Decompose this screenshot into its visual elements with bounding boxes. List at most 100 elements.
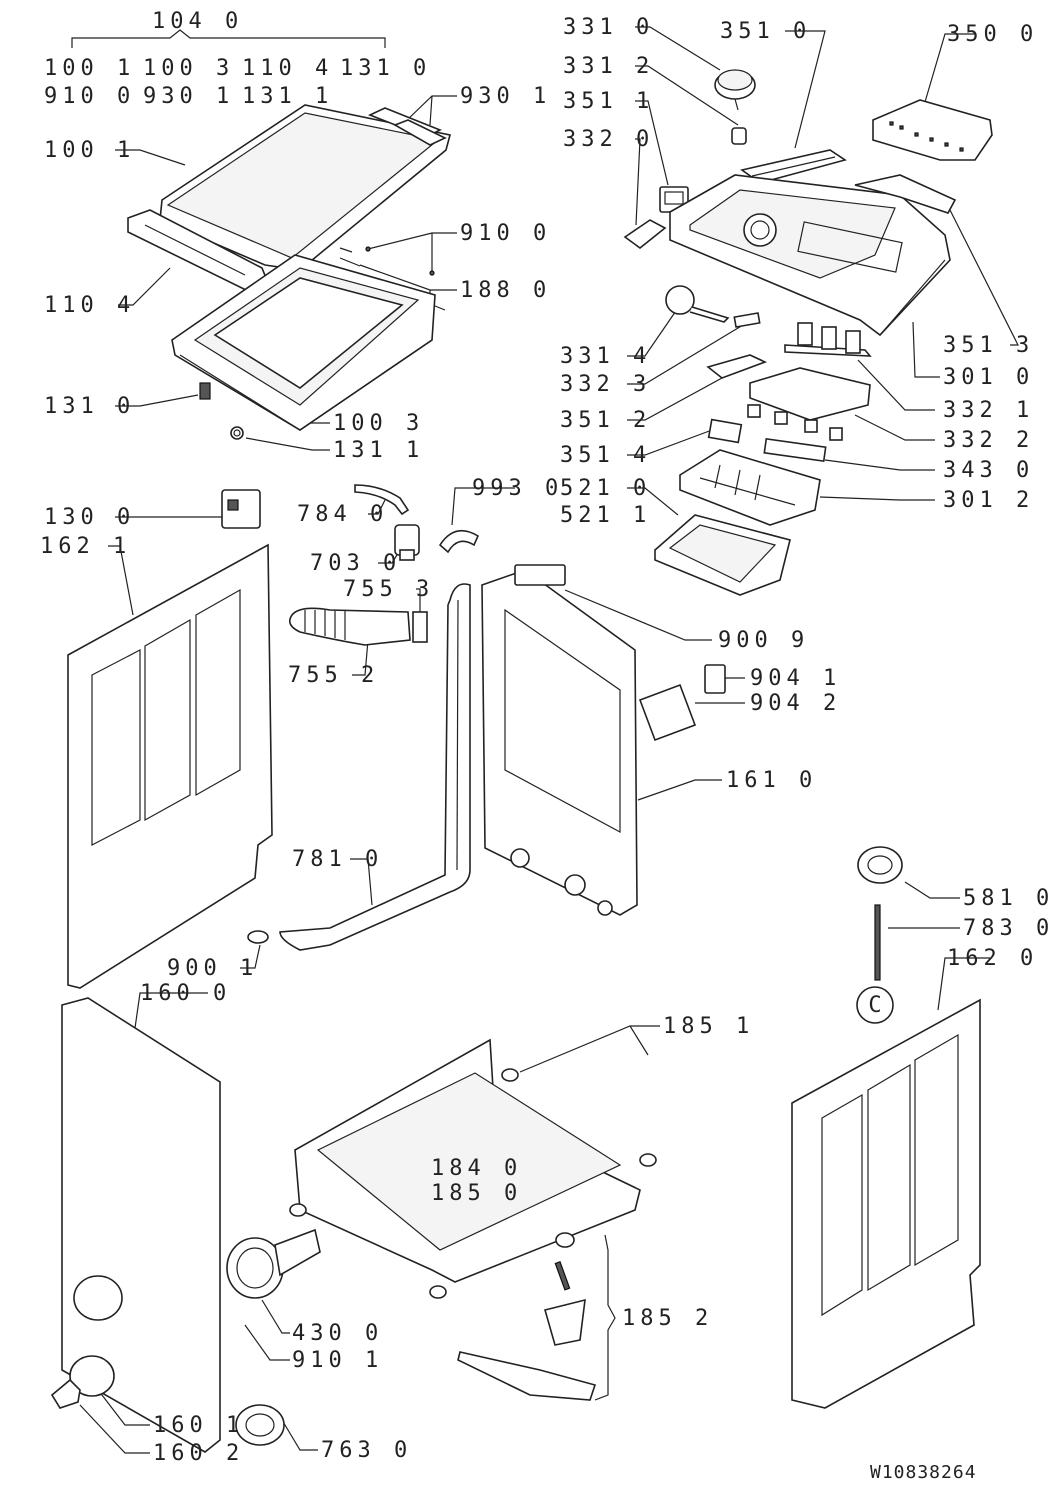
label-331-4: 331 4 (560, 344, 651, 369)
hinge-strips-part (367, 107, 447, 146)
label-783-0: 783 0 (963, 916, 1054, 941)
hose-clamp-part (247, 930, 269, 944)
label-521-0: 521 0 (560, 476, 651, 501)
label-188-0: 188 0 (460, 278, 551, 303)
drain-pump-part (226, 1228, 321, 1299)
label-160-2: 160 2 (153, 1441, 244, 1466)
label-301-0: 301 0 (943, 365, 1034, 390)
label-130-0: 130 0 (44, 505, 135, 530)
label-910-1: 910 1 (292, 1348, 383, 1373)
leveling-leg-part (457, 1232, 597, 1401)
c-marker: C (856, 986, 894, 1024)
part-labels: 104 0 100 1 100 3 110 4 131 0 910 0 930 … (40, 9, 1054, 1483)
pulley-part (857, 846, 903, 884)
hose-clip-part (412, 611, 428, 643)
label-162-1: 162 1 (40, 534, 131, 559)
label-332-3: 332 3 (560, 372, 651, 397)
filter-cap-part (50, 1378, 81, 1409)
label-351-4: 351 4 (560, 443, 651, 468)
bracket-332-0-part (623, 219, 667, 250)
light-pipe-331-4-part (665, 285, 730, 323)
label-904-1: 904 1 (750, 666, 841, 691)
drawing-number: W10838264 (870, 1462, 977, 1483)
buttons-332-2-part (747, 367, 871, 441)
label-351-2: 351 2 (560, 408, 651, 433)
plate-904-2-part (638, 683, 697, 742)
left-side-panel-part (67, 543, 273, 989)
label-100-1-header: 100 1 (44, 56, 135, 81)
label-331-2: 331 2 (563, 54, 654, 79)
label-521-1: 521 1 (560, 503, 651, 528)
label-131-1: 131 1 (333, 438, 424, 463)
label-100-3: 100 3 (333, 411, 424, 436)
label-781-0: 781 0 (292, 847, 383, 872)
top-frame-part (171, 254, 436, 431)
label-930-1: 930 1 (460, 84, 551, 109)
button-332-3-part (733, 312, 761, 328)
led-board-351-3-part (854, 174, 957, 214)
spring-part (230, 426, 244, 440)
label-301-2: 301 2 (943, 488, 1034, 513)
bracket-900-9-part (514, 564, 566, 586)
module-housing-part (654, 514, 791, 596)
label-185-2: 185 2 (622, 1306, 713, 1331)
control-panel-part (669, 174, 951, 337)
shaft-part (874, 904, 881, 981)
label-332-0: 332 0 (563, 127, 654, 152)
display-343-0-part (763, 437, 827, 463)
label-110-4-header: 110 4 (242, 56, 333, 81)
label-755-3: 755 3 (343, 577, 434, 602)
label-100-1: 100 1 (44, 138, 135, 163)
water-valve-part (394, 524, 420, 561)
label-332-2: 332 2 (943, 428, 1034, 453)
label-131-0-header: 131 0 (340, 56, 431, 81)
hose-784-0-part (354, 484, 410, 516)
holder-351-2-part (706, 354, 768, 379)
label-185-1: 185 1 (663, 1014, 754, 1039)
right-side-panel-part (791, 998, 981, 1409)
electronic-board-part (872, 99, 993, 161)
label-581-0: 581 0 (963, 886, 1054, 911)
label-331-0: 331 0 (563, 15, 654, 40)
feet-part (289, 1068, 657, 1299)
label-184-0: 184 0 (431, 1156, 522, 1181)
drain-pipe-part (279, 583, 471, 951)
label-755-2: 755 2 (288, 663, 379, 688)
bellows-hose-part (289, 607, 411, 646)
label-900-1: 900 1 (167, 956, 258, 981)
label-343-0: 343 0 (943, 458, 1034, 483)
leds-351-4-part (707, 418, 743, 444)
knob-adapter-part (731, 127, 747, 145)
label-930-1-header: 930 1 (143, 84, 234, 109)
label-160-1: 160 1 (153, 1413, 244, 1438)
label-910-0-header: 910 0 (44, 84, 135, 109)
drain-filter-part (235, 1404, 285, 1446)
label-910-0: 910 0 (460, 221, 551, 246)
leader-lines (71, 26, 1019, 1454)
label-160-0: 160 0 (140, 981, 231, 1006)
front-panel-part (61, 997, 221, 1453)
control-knob-part (714, 69, 756, 111)
filter-cover-part (69, 1355, 115, 1397)
label-904-2: 904 2 (750, 691, 841, 716)
label-993-0: 993 0 (472, 476, 563, 501)
clip-993-0-part (438, 529, 480, 554)
label-131-0: 131 0 (44, 394, 135, 419)
label-161-0: 161 0 (726, 768, 817, 793)
door-lock-part (221, 489, 261, 529)
connector-904-1-part (704, 664, 726, 694)
label-110-4: 110 4 (44, 293, 135, 318)
label-703-0: 703 0 (310, 551, 401, 576)
label-763-0: 763 0 (321, 1438, 412, 1463)
label-430-0: 430 0 (292, 1321, 383, 1346)
label-104-0: 104 0 (152, 9, 243, 34)
label-351-3: 351 3 (943, 333, 1034, 358)
label-131-1-header: 131 1 (242, 84, 333, 109)
label-185-0: 185 0 (431, 1181, 522, 1206)
label-351-0: 351 0 (720, 19, 811, 44)
buttons-332-1-part (784, 322, 872, 357)
lid-hinge-part (199, 382, 211, 400)
c-marker-text: C (868, 993, 881, 1018)
label-900-9: 900 9 (718, 628, 809, 653)
